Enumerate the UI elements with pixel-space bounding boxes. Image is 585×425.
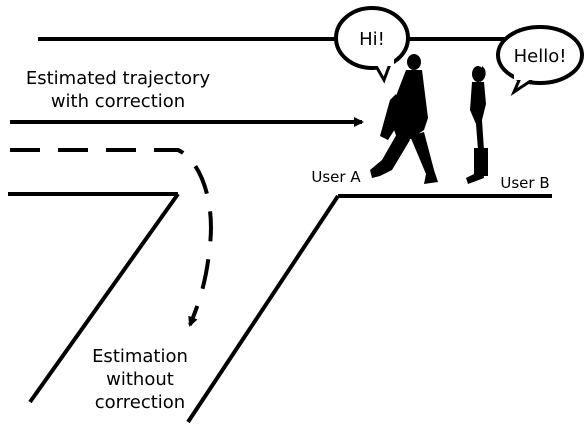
speech-user-b-text: Hello! bbox=[514, 46, 567, 67]
user-a-label: User A bbox=[311, 168, 361, 186]
user-a-silhouette bbox=[370, 54, 438, 184]
speech-user-a-text: Hi! bbox=[359, 29, 385, 50]
uncorrected-trajectory-arrow bbox=[10, 148, 213, 327]
corrected-label-line2: with correction bbox=[51, 91, 185, 112]
user-b-silhouette bbox=[466, 66, 488, 184]
uncorrected-label-line3: correction bbox=[95, 392, 185, 413]
uncorrected-label-line2: without bbox=[106, 369, 174, 390]
speech-bubble-user-a: Hi! bbox=[334, 6, 410, 84]
uncorrected-label-line1: Estimation bbox=[92, 346, 188, 367]
speech-bubble-user-b: Hello! bbox=[496, 25, 584, 97]
corrected-label-line1: Estimated trajectory bbox=[26, 68, 211, 89]
branch-right-wall bbox=[186, 194, 340, 424]
user-b-label: User B bbox=[500, 174, 549, 192]
branch-left-wall bbox=[28, 192, 180, 404]
